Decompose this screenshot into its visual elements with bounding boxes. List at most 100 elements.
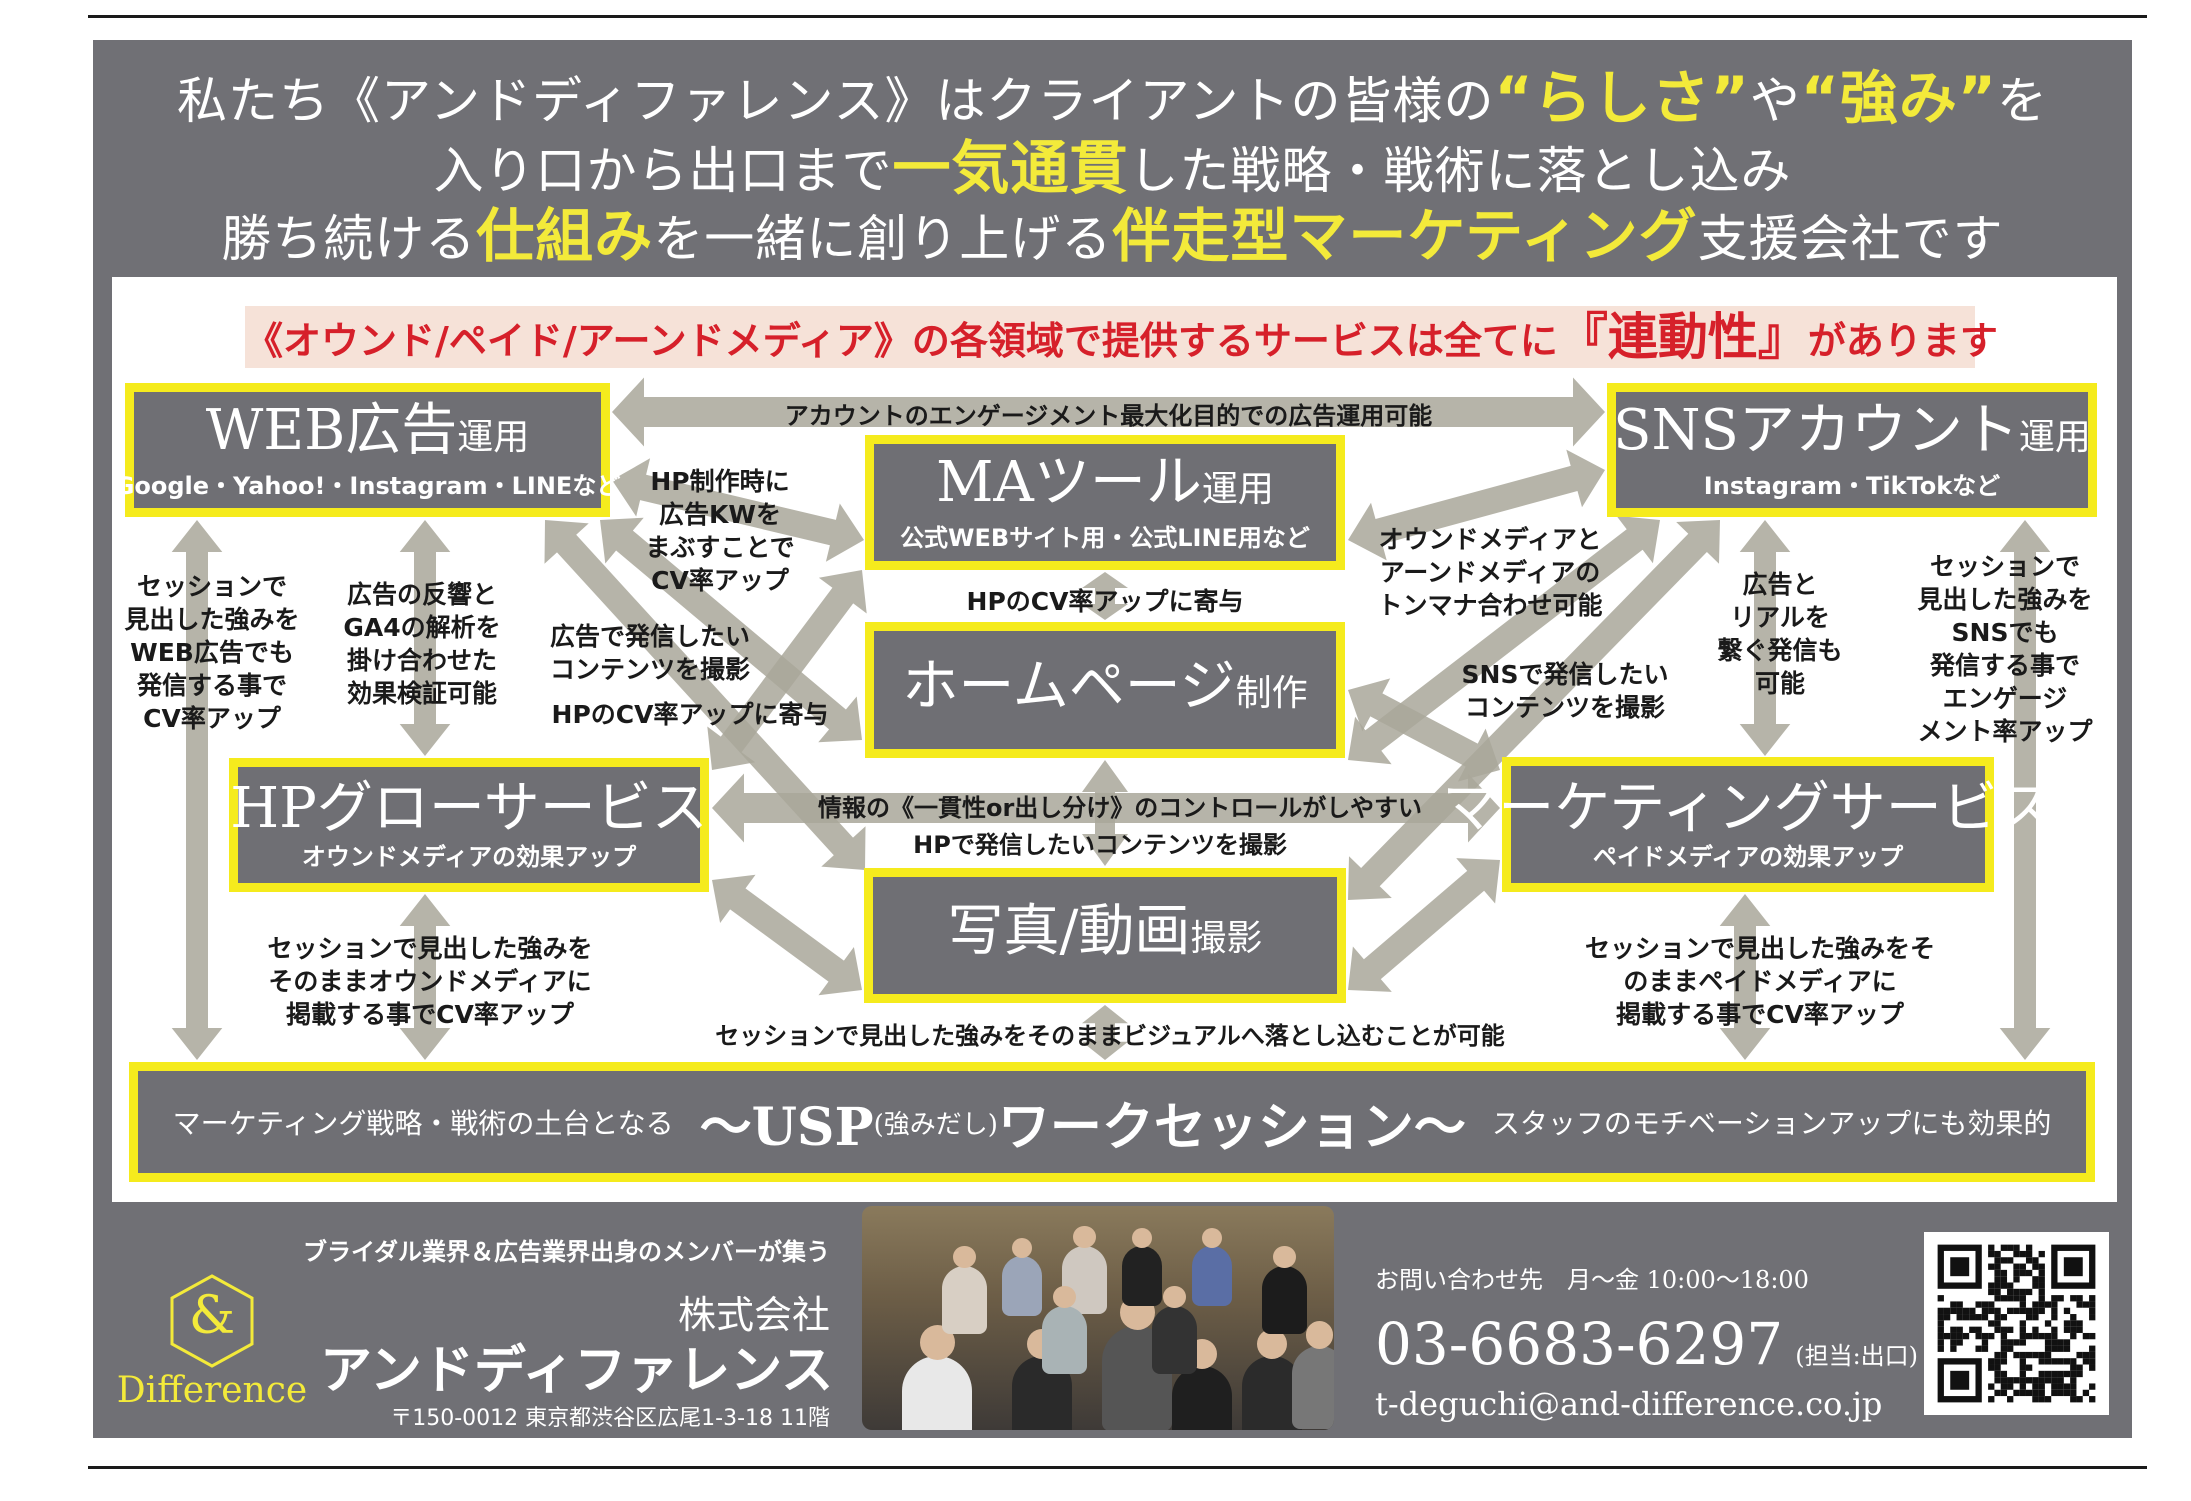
note-line: セッションで <box>1929 552 2080 581</box>
service-marketing: マーケティングサービス ペイドメディアの効果アップ <box>1442 757 2054 892</box>
headline-highlight: 一気通貫 <box>892 134 1129 202</box>
qr-code[interactable] <box>1924 1232 2109 1415</box>
logo-wordmark: Difference <box>116 1370 308 1411</box>
photo-suffix: 撮影 <box>1190 918 1263 959</box>
headline-text: 私たち《アンドディファレンス》はクライアントの皆様の <box>177 72 1495 130</box>
arrow-hpgrow-photo <box>712 874 862 996</box>
service-hp-grow: HPグローサービス オウンドメディアの効果アップ <box>229 758 709 892</box>
phone-digits[interactable]: 03-6683-6297 <box>1375 1310 1784 1378</box>
arrow-web-usp-inner <box>399 520 451 756</box>
note-line: のままペイドメディアに <box>1623 967 1897 996</box>
note-line: 見出した強みを <box>124 605 300 634</box>
qr-code-icon <box>1937 1244 2096 1403</box>
note-line: SNSでも <box>1951 618 2059 647</box>
note-visual: セッションで見出した強みをそのままビジュアルへ落とし込むことが可能 <box>680 1020 1540 1053</box>
note-line: 掲載する事でCV率アップ <box>1616 1000 1904 1029</box>
bottom-rule <box>88 1466 2147 1469</box>
usp-work-session: マーケティング戦略・戦術の土台となる 〜USP(強みだし)ワークセッション〜 ス… <box>129 1062 2095 1182</box>
arrow-web-homepage <box>600 517 862 743</box>
web-ads-title: WEB広告 <box>205 397 458 463</box>
note-line: 掛け合わせた <box>346 646 497 675</box>
arrow-hpgrow-marketing <box>712 773 1500 843</box>
note-line: リアルを <box>1730 603 1830 632</box>
marketing-title: マーケティングサービス <box>1442 775 2054 841</box>
web-ads-sub: Google・Yahoo!・Instagram・LINEなど <box>114 471 621 500</box>
note-line: セッションで <box>136 572 287 601</box>
note-line: まぶすことで <box>645 533 795 562</box>
arrow-web-usp-outer <box>171 520 223 1060</box>
note-line: トンマナ合わせ可能 <box>1377 591 1603 620</box>
note-line: 発信する事で <box>1929 651 2080 680</box>
arrow-hpgrow-usp <box>399 894 451 1060</box>
note-owned-earned: オウンドメディアとアーンドメディアのトンマナ合わせ可能 <box>1365 523 1615 622</box>
note-line: エンゲージ <box>1942 684 2068 713</box>
sns-sub: Instagram・TikTokなど <box>1703 471 2001 500</box>
note-line: HPのCV率アップに寄与 <box>966 587 1244 616</box>
arrow-web-ma <box>612 458 864 562</box>
arrow-sns-usp-outer <box>1999 520 2051 1060</box>
top-rule <box>88 15 2147 18</box>
note-ma-hp: HPのCV率アップに寄与 <box>935 585 1275 618</box>
photo-person <box>1042 1285 1087 1374</box>
note-line: WEB広告でも <box>130 638 294 667</box>
usp-main-b: ワークセッション〜 <box>997 1096 1466 1158</box>
note-line: HP制作時に <box>650 467 790 496</box>
service-ma-tool: MAツール運用 公式WEBサイト用・公式LINE用など <box>865 435 1345 570</box>
photo-person <box>942 1245 987 1334</box>
photo-person <box>1152 1285 1197 1374</box>
note-line: 繋ぐ発信も <box>1717 636 1843 665</box>
note-line: アーンドメディアの <box>1379 558 1601 587</box>
note-web-sns: アカウントのエンゲージメント最大化目的での広告運用可能 <box>610 400 1607 433</box>
note-line: セッションで見出した強みを <box>267 934 593 963</box>
note-line: コンテンツを撮影 <box>549 655 750 684</box>
email-address[interactable]: t-deguchi@and-difference.co.jp <box>1375 1385 1883 1423</box>
headline-highlight: “らしさ” <box>1494 64 1750 132</box>
note-hp-photo: HPで発信したいコンテンツを撮影 <box>880 829 1320 862</box>
photo-person <box>1292 1321 1334 1429</box>
note-info-control: 情報の《一貫性or出し分け》のコントロールがしやすい <box>770 792 1470 825</box>
note-ads-real: 広告とリアルを繋ぐ発信も可能 <box>1700 568 1860 700</box>
arrow-web-photo <box>544 520 866 870</box>
note-owned-cv: セッションで見出した強みをそのままオウンドメディアに掲載する事でCV率アップ <box>245 932 615 1031</box>
service-homepage: ホームページ制作 <box>865 622 1345 758</box>
ma-tool-sub: 公式WEBサイト用・公式LINE用など <box>900 524 1310 552</box>
note-left-hp: HPのCV率アップに寄与 <box>540 698 840 731</box>
note-line: 広告と <box>1742 570 1818 599</box>
logo-ampersand: & <box>188 1286 236 1346</box>
note-line: オウンドメディアと <box>1378 525 1602 554</box>
note-line: そのままオウンドメディアに <box>268 967 592 996</box>
phone-contact-person: (担当:出口) <box>1795 1342 1919 1370</box>
phone-number[interactable]: 03-6683-6297 (担当:出口) <box>1375 1310 1918 1378</box>
service-sns: SNSアカウント運用 Instagram・TikTokなど <box>1607 383 2097 517</box>
ma-tool-title: MAツール <box>936 450 1202 515</box>
headline-text: を一緒に創り上げる <box>653 210 1113 268</box>
footer-catchphrase: ブライダル業界＆広告業界出身のメンバーが集う <box>302 1238 830 1266</box>
headline-line-3: 勝ち続ける仕組みを一緒に創り上げる伴走型マーケティング支援会社です <box>93 206 2132 269</box>
note-line: CV率アップ <box>143 704 281 733</box>
note-line: 効果検証可能 <box>346 679 497 708</box>
logo-hexagon-icon <box>170 1274 254 1368</box>
usp-pre: マーケティング戦略・戦術の土台となる <box>172 1107 674 1140</box>
arrow-sns-homepage <box>1348 515 1660 765</box>
headline-text: 入り口から出口まで <box>433 142 893 200</box>
tagline-banner: 《オウンド/ペイド/アーンドメディア》の各領域で提供するサービスは全てに『連動性… <box>245 306 1998 368</box>
headline-highlight: 仕組み <box>476 202 654 270</box>
company-address: 〒150-0012 東京都渋谷区広尾1-3-18 11階 <box>390 1406 830 1431</box>
note-sns-photo: SNSで発信したいコンテンツを撮影 <box>1445 658 1685 724</box>
marketing-sub: ペイドメディアの効果アップ <box>1592 842 1904 871</box>
arrow-sns-photo <box>1348 520 1720 900</box>
arrow-marketing-homepage <box>1348 678 1500 782</box>
hp-grow-sub: オウンドメディアの効果アップ <box>301 843 637 871</box>
note-line: HPのCV率アップに寄与 <box>551 700 829 729</box>
note-line: セッションで見出した強みをそ <box>1584 934 1935 963</box>
headline-text: した戦略・戦術に落とし込み <box>1128 142 1792 200</box>
homepage-suffix: 制作 <box>1235 672 1308 714</box>
team-photo <box>862 1206 1334 1430</box>
headline-text: や <box>1749 72 1801 130</box>
sns-title: SNSアカウント <box>1613 397 2019 463</box>
headline-text: を <box>1997 72 2048 130</box>
